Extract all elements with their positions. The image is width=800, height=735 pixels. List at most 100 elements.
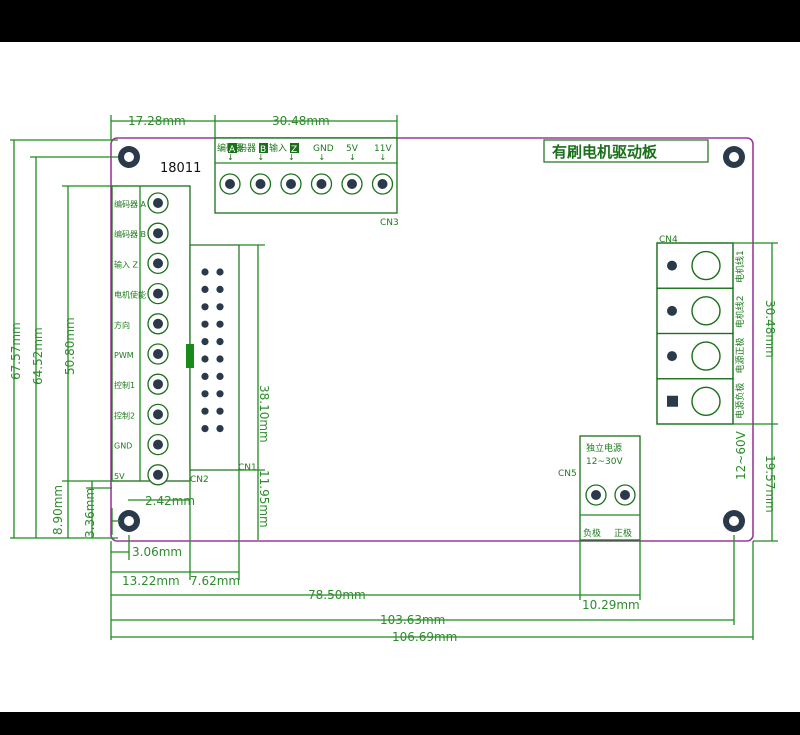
header-pin — [216, 320, 224, 328]
left-block-pin-label: 编码器 A — [114, 199, 147, 209]
screw-terminal-core — [153, 349, 163, 359]
screw-terminal-core — [286, 179, 296, 189]
round-pad — [667, 305, 677, 316]
model-label: 18011 — [160, 161, 201, 176]
header-pin — [201, 372, 209, 380]
terminal-cell — [656, 378, 734, 425]
cn5-pin-label: 负极 — [583, 527, 601, 539]
round-pad — [667, 351, 677, 362]
cn4-name: CN4 — [659, 235, 678, 245]
dim-1029: 10.29mm — [582, 598, 640, 612]
dim-bottom-left-v: 8.90mm — [51, 485, 65, 535]
mounting-holes — [118, 146, 745, 532]
header-pin — [216, 355, 224, 363]
cn3-name: CN3 — [380, 218, 399, 228]
screw-terminal — [691, 341, 721, 371]
screw-terminal-core — [153, 439, 163, 450]
dim-10669: 106.69mm — [392, 630, 457, 644]
screw-terminal — [691, 296, 721, 326]
round-pad — [667, 260, 677, 271]
cn3-connector: 编码器 A 码器 B 输入 Z GND 5V 11V ↓↓↓↓↓↓ CN3 — [214, 137, 399, 228]
dim-top-cn3: 30.48mm — [272, 114, 330, 128]
header-pin — [201, 355, 209, 363]
screw-terminal-core — [347, 179, 357, 189]
cn5-connector: CN5 独立电源 12~30V 负极 正极 — [558, 435, 641, 541]
dim-10363: 103.63mm — [380, 613, 445, 627]
pin-arrow-icon: ↓ — [349, 153, 356, 162]
header-pin — [216, 268, 224, 276]
cn5-name: CN5 — [558, 469, 577, 479]
header-pin — [201, 338, 209, 346]
left-block-pin-label: 方向 — [114, 320, 130, 330]
cn4-pin-label: 电机线2 — [734, 296, 746, 329]
dim-right-bottom: 19.57mm — [763, 455, 777, 513]
dim-cn2-bottom: 11.95mm — [257, 470, 271, 528]
header-pin — [216, 407, 224, 415]
screw-terminal — [691, 386, 721, 417]
screw-terminal — [691, 250, 721, 281]
screw-terminal-core — [255, 179, 266, 189]
dim-762: 7.62mm — [190, 574, 240, 588]
dim-bottom-left-v2: 3.36mm — [83, 488, 97, 538]
screw-terminal-core — [153, 379, 163, 390]
header-pin — [216, 285, 224, 293]
left-block-pin-label: 5V — [114, 472, 125, 481]
cn5-range: 12~30V — [586, 457, 623, 467]
left-block-pin-label: 输入 Z — [114, 259, 139, 269]
header-pin — [216, 338, 224, 346]
pin-arrow-icon: ↓ — [380, 153, 387, 162]
cn3-pin-label: B — [260, 145, 266, 155]
cn4-pin-label: 电机线1 — [734, 250, 746, 283]
cn4-pin-label: 电源负极 — [734, 383, 746, 419]
dim-small-offset: 2.42mm — [145, 494, 195, 508]
left-block-pin-label: GND — [114, 442, 132, 451]
dimension-labels: 17.28mm 30.48mm 67.57mm 64.52mm 50.80mm … — [9, 114, 777, 644]
board-outline — [110, 137, 754, 542]
cn1-name: CN1 — [238, 463, 257, 473]
header-pin — [216, 372, 224, 380]
left-block-pin-label: 编码器 B — [114, 229, 146, 239]
left-block-pin-label: 控制1 — [114, 380, 135, 390]
header-pin — [201, 303, 209, 311]
screw-terminal-core — [153, 228, 163, 239]
dim-small-h: 3.06mm — [132, 545, 182, 559]
title-frame — [543, 139, 709, 163]
cn2-name: CN2 — [190, 475, 209, 485]
screw-terminal-core — [620, 490, 630, 500]
cn3-pin-label: 5V — [346, 144, 359, 154]
dim-7850: 78.50mm — [308, 588, 366, 602]
dim-cn2-height: 38.10mm — [257, 385, 271, 443]
header-pin — [201, 425, 209, 433]
screw-terminal-core — [153, 469, 163, 480]
left-block-pin-label: PWM — [114, 351, 134, 360]
pin-arrow-icon: ↓ — [288, 153, 295, 162]
screw-terminal-core — [591, 490, 601, 500]
left-block-pin-label: 电机使能 — [114, 290, 146, 300]
pin-arrow-icon: ↓ — [227, 153, 234, 162]
header-pin — [201, 268, 209, 276]
dim-left-inner: 50.80mm — [63, 317, 77, 375]
header-pin — [201, 285, 209, 293]
cn4-pin-label: 电源正极 — [734, 337, 746, 373]
cn5-pin-label: 正极 — [614, 527, 632, 539]
cn3-pin-label: A — [229, 145, 236, 155]
screw-terminal-core — [316, 179, 327, 189]
screw-terminal-core — [153, 409, 163, 420]
dim-right-cn4: 30.48mm — [763, 300, 777, 358]
pin-arrow-icon: ↓ — [258, 153, 265, 162]
screw-terminal-core — [153, 288, 163, 299]
screw-terminal-core — [225, 179, 235, 189]
header-pin — [216, 303, 224, 311]
left-block-pin-label: 控制2 — [114, 410, 135, 420]
cn3-pin-label: 码器 — [238, 143, 256, 154]
dim-right-voltage: 12~60V — [734, 430, 748, 480]
board-title: 有刷电机驱动板 — [552, 143, 658, 161]
cn3-pin-label: 输入 — [269, 142, 287, 154]
screw-terminal-core — [153, 198, 163, 208]
cn2-header: CN2 CN1 — [186, 244, 257, 485]
dim-1322: 13.22mm — [122, 574, 180, 588]
header-pin — [216, 390, 224, 398]
